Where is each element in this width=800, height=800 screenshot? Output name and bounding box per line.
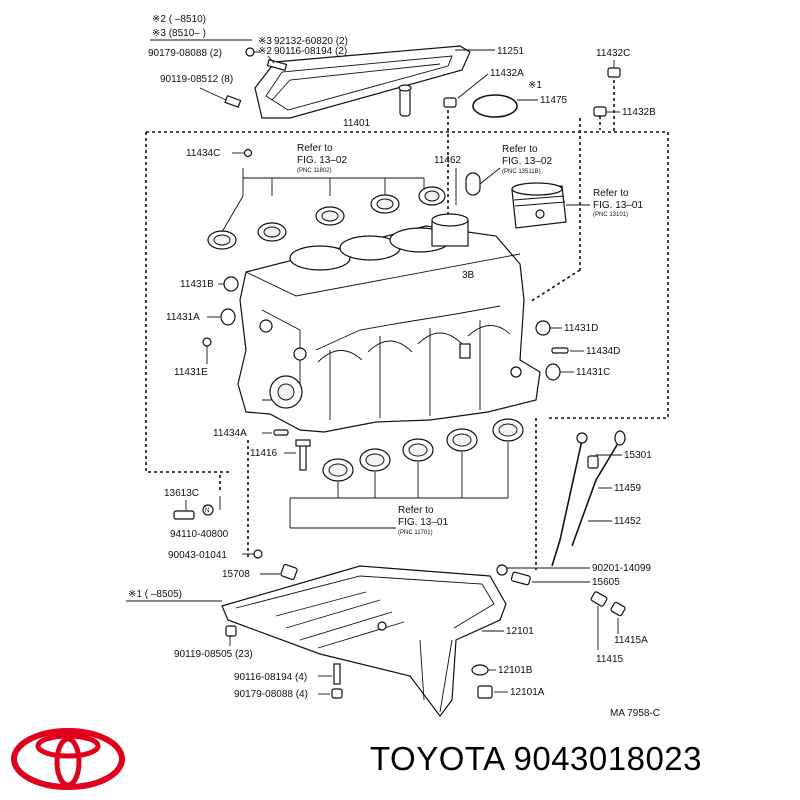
label-11251: 11251 xyxy=(497,46,525,57)
ref-1-line2: FIG. 13–02 xyxy=(297,155,347,166)
label-11432C: 11432C xyxy=(596,48,630,59)
label-11459: 11459 xyxy=(614,483,642,494)
label-15605: 15605 xyxy=(592,577,620,588)
label-12101B: 12101B xyxy=(498,665,533,676)
label-90179-08088-4: 90179-08088 (4) xyxy=(234,689,308,700)
ref-3-line3: (PNC 13101) xyxy=(593,212,628,218)
ref-2-line3: (PNC 13511B) xyxy=(502,169,541,175)
exploded-view-diagram: ※2 ( –8510) ※3 (8510– ) 11251 ※3 92132-6… xyxy=(126,14,669,719)
label-90116-08194-2: 90116-08194 (2) xyxy=(274,46,347,57)
toyota-logo-icon xyxy=(11,728,125,790)
label-11431D: 11431D xyxy=(564,323,598,334)
note-1-range: ※1 ( –8505) xyxy=(128,589,182,600)
label-11432A: 11432A xyxy=(490,68,524,79)
label-11415: 11415 xyxy=(596,654,624,665)
brand-name: TOYOTA xyxy=(370,740,504,777)
label-11432B: 11432B xyxy=(622,107,656,118)
dipstick xyxy=(551,430,626,567)
ref-4-line3: (PNC 11701) xyxy=(398,530,433,536)
label-11452: 11452 xyxy=(614,516,642,527)
ref-1-line3: (PNC 11802) xyxy=(297,168,332,174)
label-94110-40800: 94110-40800 xyxy=(170,529,229,540)
part-number: 9043018023 xyxy=(513,740,703,777)
label-90119-08512: 90119-08512 (8) xyxy=(160,74,233,85)
label-11475: 11475 xyxy=(540,95,568,106)
label-11416: 11416 xyxy=(250,448,278,459)
label-13613C: 13613C xyxy=(164,488,199,499)
engine-mark-3b: 3B xyxy=(462,270,475,281)
label-90116-08194-4: 90116-08194 (4) xyxy=(234,672,307,683)
label-90043-01041: 90043-01041 xyxy=(168,550,227,561)
oil-pan xyxy=(221,565,507,717)
ref-3-line1: Refer to xyxy=(593,188,629,199)
label-11462: 11462 xyxy=(434,155,462,166)
label-11431B: 11431B xyxy=(180,279,214,290)
ref-1-line1: Refer to xyxy=(297,143,333,154)
note-3-mark: ※3 xyxy=(258,36,272,47)
label-11431A: 11431A xyxy=(166,312,200,323)
label-15708: 15708 xyxy=(222,569,250,580)
drawing-code: MA 7958-C xyxy=(610,708,660,719)
ref-3-line2: FIG. 13–01 xyxy=(593,200,643,211)
label-12101A: 12101A xyxy=(510,687,545,698)
label-11434C: 11434C xyxy=(186,148,220,159)
ref-2-line2: FIG. 13–02 xyxy=(502,156,552,167)
upper-main-bearings xyxy=(207,186,446,250)
ref-2-line1: Refer to xyxy=(502,144,538,155)
brand-caption: TOYOTA 9043018023 xyxy=(370,740,702,778)
note-2-mark: ※2 xyxy=(258,46,272,57)
label-90119-08505: 90119-08505 (23) xyxy=(174,649,253,660)
note-2-range: ※2 ( –8510) xyxy=(152,14,206,25)
label-11415A: 11415A xyxy=(614,635,648,646)
label-11434D: 11434D xyxy=(586,346,620,357)
label-11401: 11401 xyxy=(343,118,371,129)
label-11431C: 11431C xyxy=(576,367,610,378)
label-15301: 15301 xyxy=(624,450,652,461)
note-3-range: ※3 (8510– ) xyxy=(152,28,206,39)
ref-4-line1: Refer to xyxy=(398,505,434,516)
label-90201-14099: 90201-14099 xyxy=(592,563,651,574)
label-92132-60820: 92132-60820 (2) xyxy=(274,36,348,47)
drain-plug-set xyxy=(590,591,626,617)
note-1-mark-a: ※1 xyxy=(528,80,542,91)
label-11431E: 11431E xyxy=(174,367,208,378)
label-90179-08088-2: 90179-08088 (2) xyxy=(148,48,222,59)
ref-4-line2: FIG. 13–01 xyxy=(398,517,448,528)
piston xyxy=(511,182,567,229)
label-11434A: 11434A xyxy=(213,428,247,439)
valve-cover xyxy=(254,45,471,119)
label-12101: 12101 xyxy=(506,626,534,637)
lower-main-bearings xyxy=(322,418,524,482)
cylinder-block xyxy=(237,213,541,433)
svg-text:N: N xyxy=(205,508,209,514)
